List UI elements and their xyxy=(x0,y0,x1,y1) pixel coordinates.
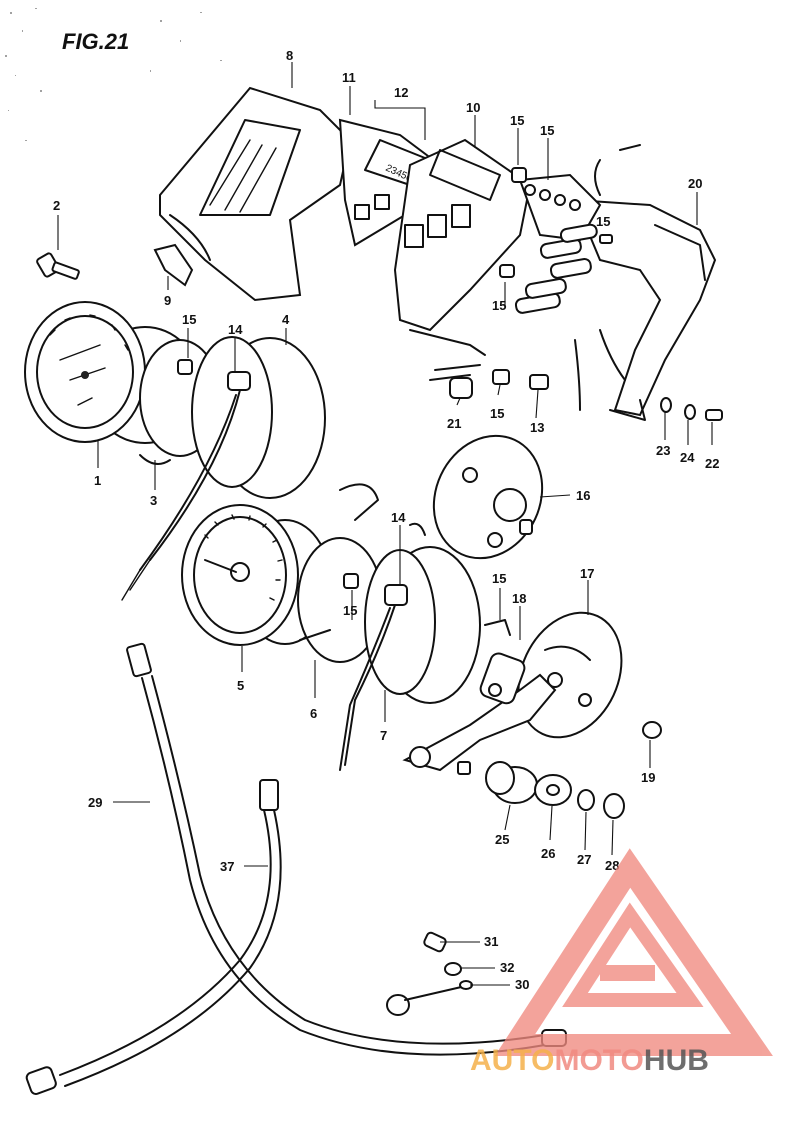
callout-6: 6 xyxy=(310,706,317,721)
callout-1: 1 xyxy=(94,473,101,488)
part-21-back-cover xyxy=(517,611,623,739)
part-10-indicator-housing xyxy=(393,138,532,356)
part-36-washer xyxy=(444,962,462,976)
callout-8: 8 xyxy=(286,48,293,63)
watermark-logo xyxy=(494,848,773,1056)
part-37-tacho-cable xyxy=(25,779,282,1095)
callout-20: 16 xyxy=(576,488,590,503)
callout-24: 20 xyxy=(688,176,702,191)
callout-10: 10 xyxy=(466,100,480,115)
callout-17: 15 xyxy=(510,113,524,128)
callout-4: 4 xyxy=(282,312,290,327)
callout-7: 7 xyxy=(380,728,387,743)
small-hardware-top xyxy=(429,234,723,421)
callout-2: 2 xyxy=(53,198,60,213)
callout-28: 24 xyxy=(680,450,695,465)
callout-25: 21 xyxy=(447,416,461,431)
callout-33: 29 xyxy=(88,795,102,810)
callout-11: 11 xyxy=(342,70,356,85)
callout-19: 15 xyxy=(492,571,506,586)
part-12-indicator-lens: 23456 xyxy=(338,118,442,247)
callout-26: 22 xyxy=(705,456,719,471)
callout-16: 15 xyxy=(540,123,554,138)
callout-15-a: 15 xyxy=(182,312,196,327)
callout-14-a: 14 xyxy=(228,322,243,337)
callout-22: 18 xyxy=(512,591,526,606)
scan-noise xyxy=(5,8,222,141)
callout-3: 3 xyxy=(150,493,157,508)
callout-29: 25 xyxy=(495,832,509,847)
callout-36: 32 xyxy=(500,960,514,975)
part-31-washer xyxy=(577,789,595,811)
callout-30: 26 xyxy=(541,846,555,861)
part-2-bolt xyxy=(36,252,80,280)
part-20-back-cover xyxy=(432,434,544,560)
callout-18: 15 xyxy=(596,214,610,229)
callout-37: 37 xyxy=(220,859,234,874)
part-24-rear-bracket xyxy=(573,198,717,421)
callout-35: 31 xyxy=(484,934,498,949)
callout-27: 23 xyxy=(656,443,670,458)
figure-title: FIG.21 xyxy=(62,29,129,54)
watermark-auto: AUTO xyxy=(470,1044,554,1077)
callout-5: 5 xyxy=(237,678,244,693)
part-30-washer xyxy=(534,774,572,806)
part-22-mount-plate xyxy=(402,619,557,775)
part-4-meter-housing xyxy=(121,336,326,601)
bulb-socket-group xyxy=(514,144,641,411)
callout-15-c: 15 xyxy=(490,406,504,421)
part-6-tacho-case xyxy=(297,483,383,663)
callout-31: 27 xyxy=(577,852,591,867)
part-34-clip xyxy=(386,980,473,1016)
part-35-screw xyxy=(423,931,447,953)
callout-14-b: 14 xyxy=(391,510,406,525)
part-29-grommet xyxy=(485,761,538,804)
callout-labels: 8 11 12 10 15 15 20 2 15 9 15 14 4 15 1 … xyxy=(53,48,719,992)
part-32-nut xyxy=(603,793,625,819)
part-16-socket-plate xyxy=(511,167,602,242)
watermark-moto: MOTO xyxy=(554,1044,643,1077)
leader-lines xyxy=(57,62,713,986)
callout-13: 13 xyxy=(530,420,544,435)
callout-15-d: 15 xyxy=(343,603,357,618)
callout-23: 19 xyxy=(641,770,655,785)
callout-15-b: 15 xyxy=(492,298,506,313)
watermark-text: AUTOMOTOHUB xyxy=(470,1044,709,1077)
callout-21: 17 xyxy=(580,566,594,581)
callout-12: 12 xyxy=(394,85,408,100)
callout-32: 28 xyxy=(605,858,619,873)
part-9-bracket xyxy=(153,243,194,287)
callout-9: 9 xyxy=(164,293,171,308)
watermark-hub: HUB xyxy=(644,1044,709,1077)
part-23-nut xyxy=(642,721,662,739)
part-8-meter-cover xyxy=(159,86,352,302)
callout-34: 30 xyxy=(515,977,529,992)
